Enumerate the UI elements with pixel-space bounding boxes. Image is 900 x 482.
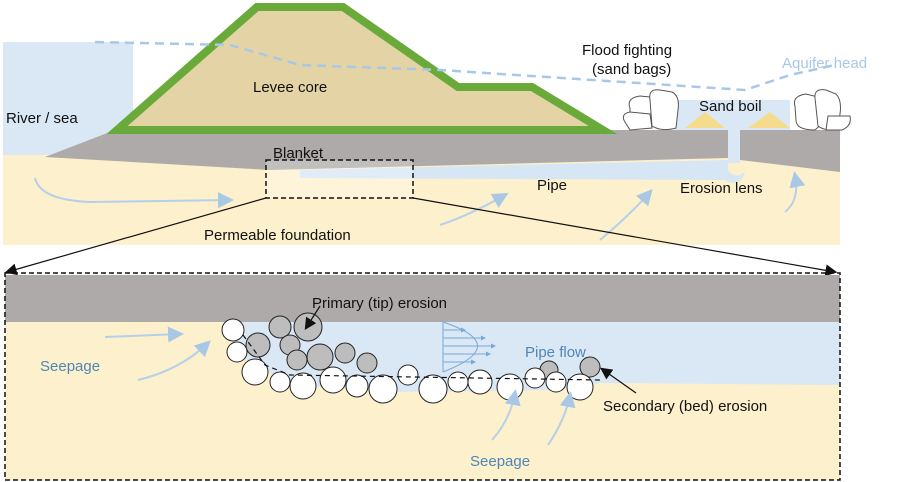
detail-section: Primary (tip) erosion Pipe flow Seepage … (4, 272, 841, 481)
detail-blanket (5, 275, 840, 322)
levee-core (106, 2, 618, 134)
detail-pipe (225, 322, 840, 392)
pipe-flow-label: Pipe flow (525, 344, 586, 361)
overview-section: River / sea Levee core Flood fighting (s… (3, 2, 867, 277)
seepage-left-label: Seepage (40, 358, 100, 375)
levee-core-label: Levee core (253, 79, 327, 96)
permeable-foundation-label: Permeable foundation (204, 227, 351, 244)
river-label: River / sea (6, 110, 78, 127)
primary-erosion-pointer (304, 305, 321, 331)
pipe-label: Pipe (537, 177, 567, 194)
zoom-region-box (265, 159, 414, 199)
velocity-profile (442, 321, 496, 373)
pipe-channel (300, 160, 745, 183)
detail-frame (4, 272, 841, 481)
secondary-erosion-pointer (600, 367, 637, 394)
zoom-line-left (4, 197, 267, 276)
blanket-label: Blanket (273, 145, 324, 162)
blanket-layer (45, 130, 728, 170)
sand-pile-left (685, 112, 725, 128)
seepage-arrows (34, 171, 806, 241)
erosion-lens-label: Erosion lens (680, 180, 763, 197)
secondary-erosion-label: Secondary (bed) erosion (603, 398, 767, 415)
sand-pile-right (748, 112, 790, 128)
sand-bags-label: (sand bags) (592, 61, 671, 78)
blanket-layer-right (740, 130, 840, 172)
aquifer-head-line (94, 40, 836, 92)
sand-grains (221, 312, 601, 404)
sandbags-icon (622, 89, 851, 131)
primary-erosion-label: Primary (tip) erosion (312, 295, 447, 312)
detail-seepage-arrows (104, 326, 576, 446)
aquifer-head-label: Aquifer head (782, 55, 867, 72)
zoom-line-right (412, 197, 838, 277)
flood-fighting-label: Flood fighting (582, 42, 672, 59)
seepage-bottom-label: Seepage (470, 453, 530, 470)
sand-boil-label: Sand boil (699, 98, 762, 115)
bed-grains (221, 318, 594, 404)
